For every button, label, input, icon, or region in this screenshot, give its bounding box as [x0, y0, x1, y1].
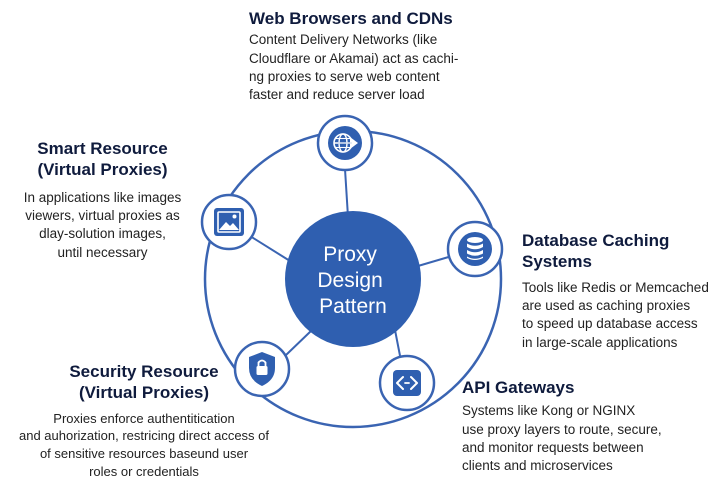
node-smart-title: Smart Resource (Virtual Proxies) [10, 138, 195, 181]
node-db-desc: Tools like Redis or Memcached are used a… [522, 279, 717, 352]
desc-line: to speed up database access [522, 316, 698, 332]
node-db-text: Database Caching Systems Tools like Redi… [522, 230, 717, 352]
node-web-title: Web Browsers and CDNs [249, 8, 549, 29]
desc-line: clients and microservices [462, 458, 613, 474]
node-api-text: API Gateways Systems like Kong or NGINX … [462, 377, 712, 476]
desc-line: of sensitive resources baseund user [39, 445, 249, 461]
desc-line: Systems like Kong or NGINX [462, 403, 636, 419]
node-api-title: API Gateways [462, 377, 712, 398]
center-hub [285, 211, 421, 347]
center-title-line-1: Proxy [323, 243, 377, 266]
desc-line: Cloudflare or Akamai) act as cachi- [249, 50, 459, 66]
desc-line: and auhorization, restricing direct acce… [18, 428, 269, 444]
node-web [316, 114, 374, 172]
node-web-text: Web Browsers and CDNs Content Delivery N… [249, 8, 549, 105]
node-security [233, 340, 291, 398]
desc-line: are used as caching proxies [522, 297, 691, 313]
node-api [378, 354, 436, 412]
spoke-smart [249, 235, 291, 262]
node-smart-desc: In applications like images viewers, vir… [10, 189, 195, 262]
desc-line: faster and reduce server load [249, 87, 425, 103]
node-security-text: Security Resource (Virtual Proxies) Prox… [2, 361, 286, 480]
center-title-line-2: Design [317, 269, 382, 292]
spoke-security [285, 329, 313, 356]
desc-line: ng proxies to serve web content [249, 68, 440, 84]
title-line: API Gateways [462, 378, 575, 397]
node-smart-text: Smart Resource (Virtual Proxies) In appl… [10, 138, 195, 262]
node-security-desc: Proxies enforce authentitication and auh… [2, 410, 286, 481]
title-line: (Virtual Proxies) [78, 383, 210, 403]
center-title: Proxy Design Pattern [317, 243, 388, 318]
title-line: Smart Resource [37, 139, 168, 158]
spoke-web [344, 168, 349, 218]
title-line: Systems [522, 252, 592, 272]
node-db [446, 220, 504, 278]
desc-line: and monitor requests between [462, 439, 644, 455]
node-db-title: Database Caching Systems [522, 230, 717, 273]
node-web-desc: Content Delivery Networks (like Cloudfla… [249, 31, 549, 104]
desc-line: Proxies enforce authentitication [53, 410, 235, 426]
desc-line: dlay-solution images, [39, 226, 166, 242]
desc-line: In applications like images [23, 189, 182, 205]
title-line: Database Caching [522, 231, 670, 250]
desc-line: until necessary [57, 244, 148, 260]
node-smart [200, 193, 258, 251]
image-icon [214, 208, 244, 236]
title-line: Security Resource [69, 362, 219, 381]
desc-line: viewers, virtual proxies as [25, 207, 180, 223]
globe-arrow-icon [328, 126, 362, 160]
spoke-db [417, 255, 453, 267]
desc-line: Content Delivery Networks (like [249, 32, 438, 48]
title-line: (Virtual Proxies) [37, 160, 168, 180]
database-icon [458, 232, 492, 266]
desc-line: use proxy layers to route, secure, [462, 421, 662, 437]
node-web-title-line: Web Browsers and CDNs [249, 9, 453, 28]
center-title-line-3: Pattern [319, 295, 387, 318]
code-brackets-icon [393, 370, 421, 396]
node-security-title: Security Resource (Virtual Proxies) [2, 361, 286, 404]
node-api-desc: Systems like Kong or NGINX use proxy lay… [462, 402, 712, 475]
shield-lock-icon [249, 352, 275, 386]
desc-line: roles or credentials [89, 463, 199, 479]
desc-line: Tools like Redis or Memcached [522, 279, 709, 295]
desc-line: in large-scale applications [522, 334, 678, 350]
